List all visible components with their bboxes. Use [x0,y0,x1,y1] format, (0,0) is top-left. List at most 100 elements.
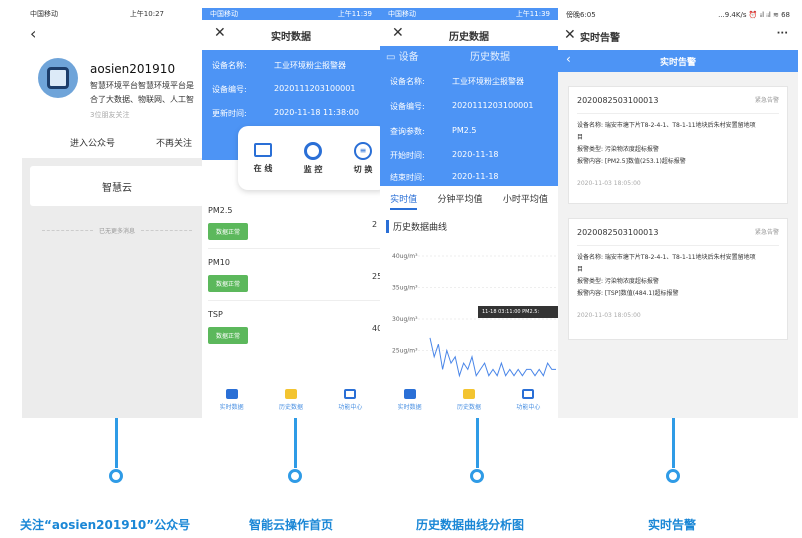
quick-label: 在 线 [253,163,273,173]
nav-bar: ✕ 历史数据 [380,20,558,50]
close-icon[interactable]: ✕ [392,25,404,41]
field-value: 2020-11-18 [452,172,499,181]
connector-line [476,418,479,468]
quick-monitor-button[interactable]: 监 控 [303,141,322,175]
alarm-content: 报警内容: [PM2.5]数值(253.1)超标报警 [577,158,686,165]
caption-home: 智能云操作首页 [249,518,334,532]
account-desc-line1: 智慧环境平台智慧环境平台是 [90,81,194,90]
status-carrier: 中国移动 [210,10,238,18]
metric-pm25: PM2.5 数据正常 2 [208,206,380,249]
camera-icon [303,141,322,160]
close-icon[interactable]: ✕ [214,25,226,41]
status-carrier: 中国移动 [388,10,416,18]
tab-label: 功能中心 [516,404,541,411]
tab-function[interactable]: 功能中心 [338,389,362,411]
quick-online-button[interactable]: 在 线 [253,142,273,174]
status-right: ...9.4K/s ⏰ ᵢᵢl ᵢᵢl ≋ 68 [718,11,790,19]
tab-label: 历史数据 [456,404,481,411]
alarm-type: 报警类型: 污染物浓度超标报警 [577,278,659,285]
menu-item-label: 智慧云 [102,182,132,194]
field-label: 查询参数: [390,127,425,136]
document-icon [284,389,297,399]
tab-history[interactable]: 历史数据 [279,389,303,411]
followers-text: 3位朋友关注 [90,111,130,119]
status-time: 上午10:27 [129,10,164,18]
alarm-device-cont: 目 [577,266,584,273]
field-value: 工业环境粉尘报警器 [452,77,524,86]
metric-value: 25 [372,272,380,281]
nav-bar: ✕ 实时数据 [202,20,380,50]
metric-status-button[interactable]: 数据正常 [208,275,249,292]
status-bar: 中国移动 上午10:27 [22,8,212,20]
alarm-card[interactable]: 2020082503100013 紧急告警 设备名称: 瑞安市塘下片T8-2-4… [568,86,788,204]
alarm-card[interactable]: 2020082503100013 紧急告警 设备名称: 瑞安市塘下片T8-2-4… [568,218,788,340]
metric-name: TSP [208,310,223,319]
alarm-header-title: 实时告警 [659,57,696,68]
field-value: 工业环境粉尘报警器 [274,61,346,70]
list-icon: ≡ [353,141,372,160]
status-bar: 中国移动 上午11:39 [202,8,380,20]
status-carrier: 中国移动 [30,10,58,18]
tab-label: 历史数据 [278,404,303,411]
y-tick-label: 40ug/m³ [392,253,418,260]
tab-realtime[interactable]: 实时数据 [398,389,422,411]
close-icon[interactable]: ✕ [564,27,576,43]
tab-minute-average[interactable]: 分钟平均值 [437,195,483,205]
tab-realtime[interactable]: 实时数据 [220,389,244,411]
y-tick-label: 25ug/m³ [392,348,418,355]
monitor-icon [403,389,416,399]
tab-hour-average[interactable]: 小时平均值 [502,195,548,205]
status-time: 上午11:39 [515,10,550,18]
overlay-history-label: 历史数据 [470,52,510,63]
quick-label: 切 换 [353,164,373,174]
tab-label: 实时数据 [219,404,244,411]
metric-status-button[interactable]: 数据正常 [208,223,249,240]
bottom-tab-bar: 实时数据 历史数据 功能中心 [380,382,558,418]
caption-follow-account: 关注“aosien201910”公众号 [20,518,191,532]
device-icon: ▭ [386,52,399,63]
quick-switch-button[interactable]: ≡ 切 换 [353,141,373,175]
more-menu-icon[interactable]: ··· [776,28,788,39]
tooltip-text: 11-18 03:11:00 PM2.5: [482,309,540,315]
connector-dot [109,469,123,483]
overlay-text: 设备 [398,52,419,63]
y-tick-label: 35ug/m³ [392,285,418,292]
back-icon[interactable]: ‹ [566,52,571,66]
connector-line [294,418,297,468]
tab-function[interactable]: 功能中心 [516,389,540,411]
status-bar: 中国移动 上午11:39 [380,8,558,20]
monitor-icon [225,389,238,399]
field-value: 2020-11-18 [452,150,499,159]
caption-alarm: 实时告警 [648,518,697,532]
nav-bar: ✕ 实时告警 ··· [558,22,798,50]
status-time: 上午11:39 [337,10,372,18]
field-value: 2020-11-18 11:38:00 [274,108,359,117]
quick-actions: 在 线 监 控 ≡ 切 换 [238,126,380,190]
avatar [38,58,78,98]
metric-value: 40 [372,324,380,333]
connector-line [115,418,118,468]
metric-status-button[interactable]: 数据正常 [208,327,249,344]
account-name: aosien201910 [90,62,176,76]
account-desc-line2: 合了大数据、物联网、人工智 [90,95,194,104]
connector-dot [288,469,302,483]
tab-realtime-value[interactable]: 实时值 [390,192,418,210]
chart-tooltip: 11-18 03:11:00 PM2.5: [478,306,558,318]
alarm-device: 设备名称: 瑞安市塘下片T8-2-4-1、T8-1-11地块后朱村安置留地项 [577,254,756,261]
screen-history-data: 中国移动 上午11:39 ✕ 历史数据 ▭ 设备 历史数据 设备名称:工业环境粉… [380,8,558,418]
page-title: 实时告警 [580,32,620,44]
screen-wechat-account: 中国移动 上午10:27 ‹ aosien201910 智慧环境平台智慧环境平台… [22,8,212,418]
alarm-header: ‹ 实时告警 [558,50,798,72]
page-title: 历史数据 [449,31,489,43]
enter-account-button[interactable]: 进入公众号 [70,139,116,149]
status-bar: 傍晚6:05 ...9.4K/s ⏰ ᵢᵢl ᵢᵢl ≋ 68 [558,8,798,22]
field-value: PM2.5 [452,126,477,135]
back-icon[interactable]: ‹ [30,24,37,43]
unfollow-button[interactable]: 不再关注 [156,139,193,149]
alarm-device-cont: 目 [577,134,584,141]
alarm-id: 2020082503100013 [577,96,659,105]
menu-card[interactable]: 智慧云 [30,166,204,206]
tab-history[interactable]: 历史数据 [457,389,481,411]
no-more-messages: 已无更多消息 [42,226,193,235]
